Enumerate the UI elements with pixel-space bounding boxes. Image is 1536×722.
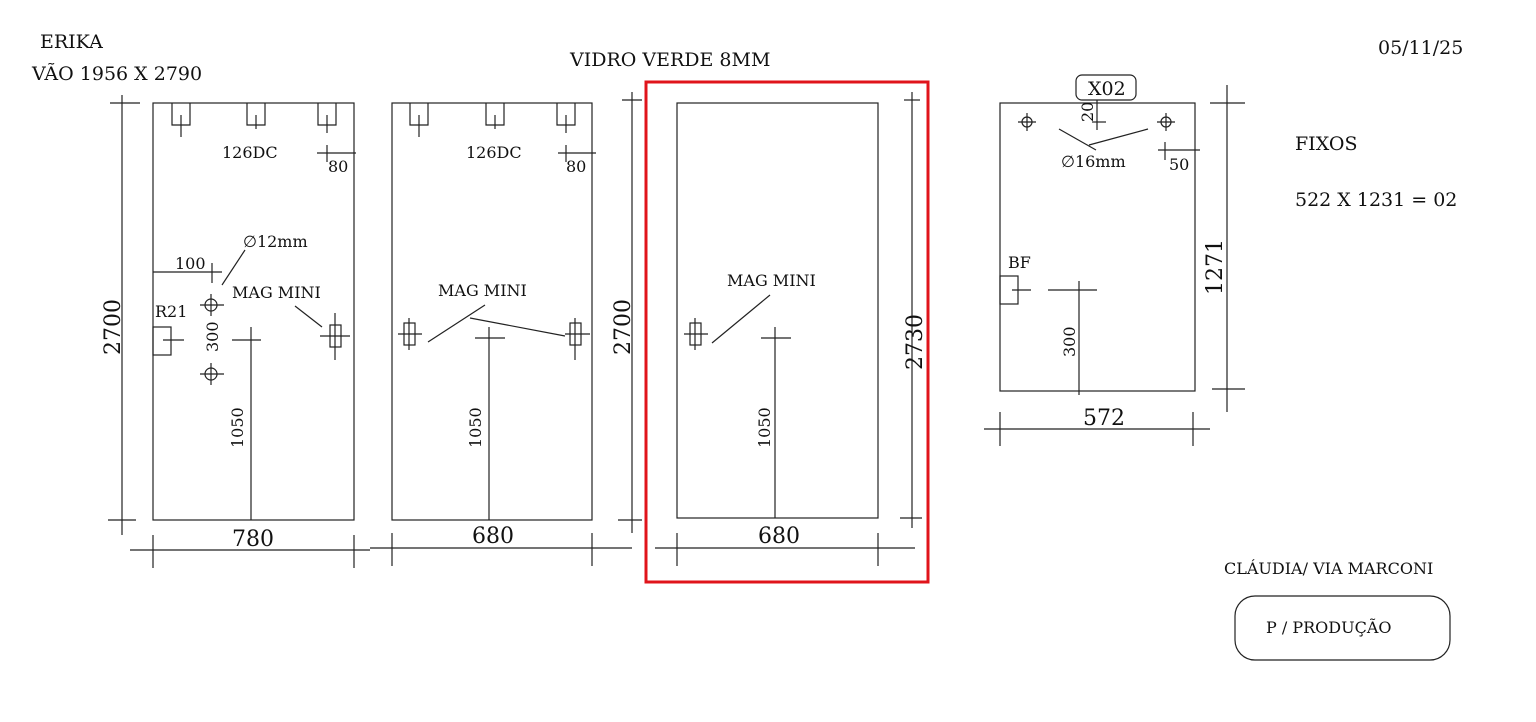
hinge-icon: [409, 103, 576, 137]
handle-label: MAG MINI: [727, 271, 816, 290]
panel-1-height: 2700: [101, 299, 126, 355]
hole-label: ∅16mm: [1061, 152, 1126, 171]
panel-2-height: 2700: [611, 299, 636, 355]
hole-spacing: 300: [203, 321, 222, 352]
fixed-spec: 522 X 1231 = 02: [1295, 189, 1457, 211]
hole-offset: 100: [175, 254, 206, 273]
customer-info: CLÁUDIA/ VIA MARCONI: [1224, 558, 1433, 578]
handle-height: 1050: [755, 407, 774, 448]
handle-height: 1050: [228, 407, 247, 448]
hinge-icon: [171, 103, 337, 137]
panel-3-width: 680: [758, 524, 800, 549]
panel-1-width: 780: [232, 527, 274, 552]
panel-4-width: 572: [1083, 406, 1125, 431]
hinge-label: 126DC: [466, 143, 522, 162]
client-name: ERIKA: [40, 31, 103, 53]
quantity-tag-label: X02: [1088, 78, 1126, 100]
opening-size: VÃO 1956 X 2790: [31, 63, 202, 85]
panel-2-width: 680: [472, 524, 514, 549]
production-stamp-label: P / PRODUÇÃO: [1266, 617, 1391, 637]
panel-2[interactable]: 2700 680 126DC 80 MAG MINI 1050: [370, 92, 642, 566]
hinge-offset: 80: [328, 157, 348, 176]
quantity-tag: [1075, 74, 1137, 101]
lock-height: 300: [1060, 326, 1079, 357]
panel-4-height: 1271: [1203, 239, 1228, 295]
panel-3-height: 2730: [903, 314, 928, 370]
handle-label: MAG MINI: [438, 281, 527, 300]
hole-side-offset: 50: [1169, 155, 1189, 174]
panel-1[interactable]: 2700 780 126DC 80 ∅12mm 100 300 R21 MAG …: [101, 95, 370, 568]
glass-type: VIDRO VERDE 8MM: [569, 49, 770, 71]
handle-label: MAG MINI: [232, 283, 321, 302]
selection-highlight: [644, 80, 930, 584]
hole-top-offset: 20: [1078, 102, 1097, 122]
hole-label: ∅12mm: [243, 232, 308, 251]
hinge-offset: 80: [566, 157, 586, 176]
date: 05/11/25: [1378, 37, 1463, 59]
lock-label: R21: [155, 302, 187, 321]
production-stamp: [1234, 595, 1451, 661]
panel-3[interactable]: 2730 680 MAG MINI 1050: [644, 80, 930, 584]
fixed-title: FIXOS: [1295, 133, 1357, 155]
hinge-label: 126DC: [222, 143, 278, 162]
lock-label: BF: [1008, 253, 1031, 272]
handle-height: 1050: [466, 407, 485, 448]
panel-4[interactable]: X02 20 ∅16mm 50 BF 300 1271 572: [984, 74, 1245, 446]
